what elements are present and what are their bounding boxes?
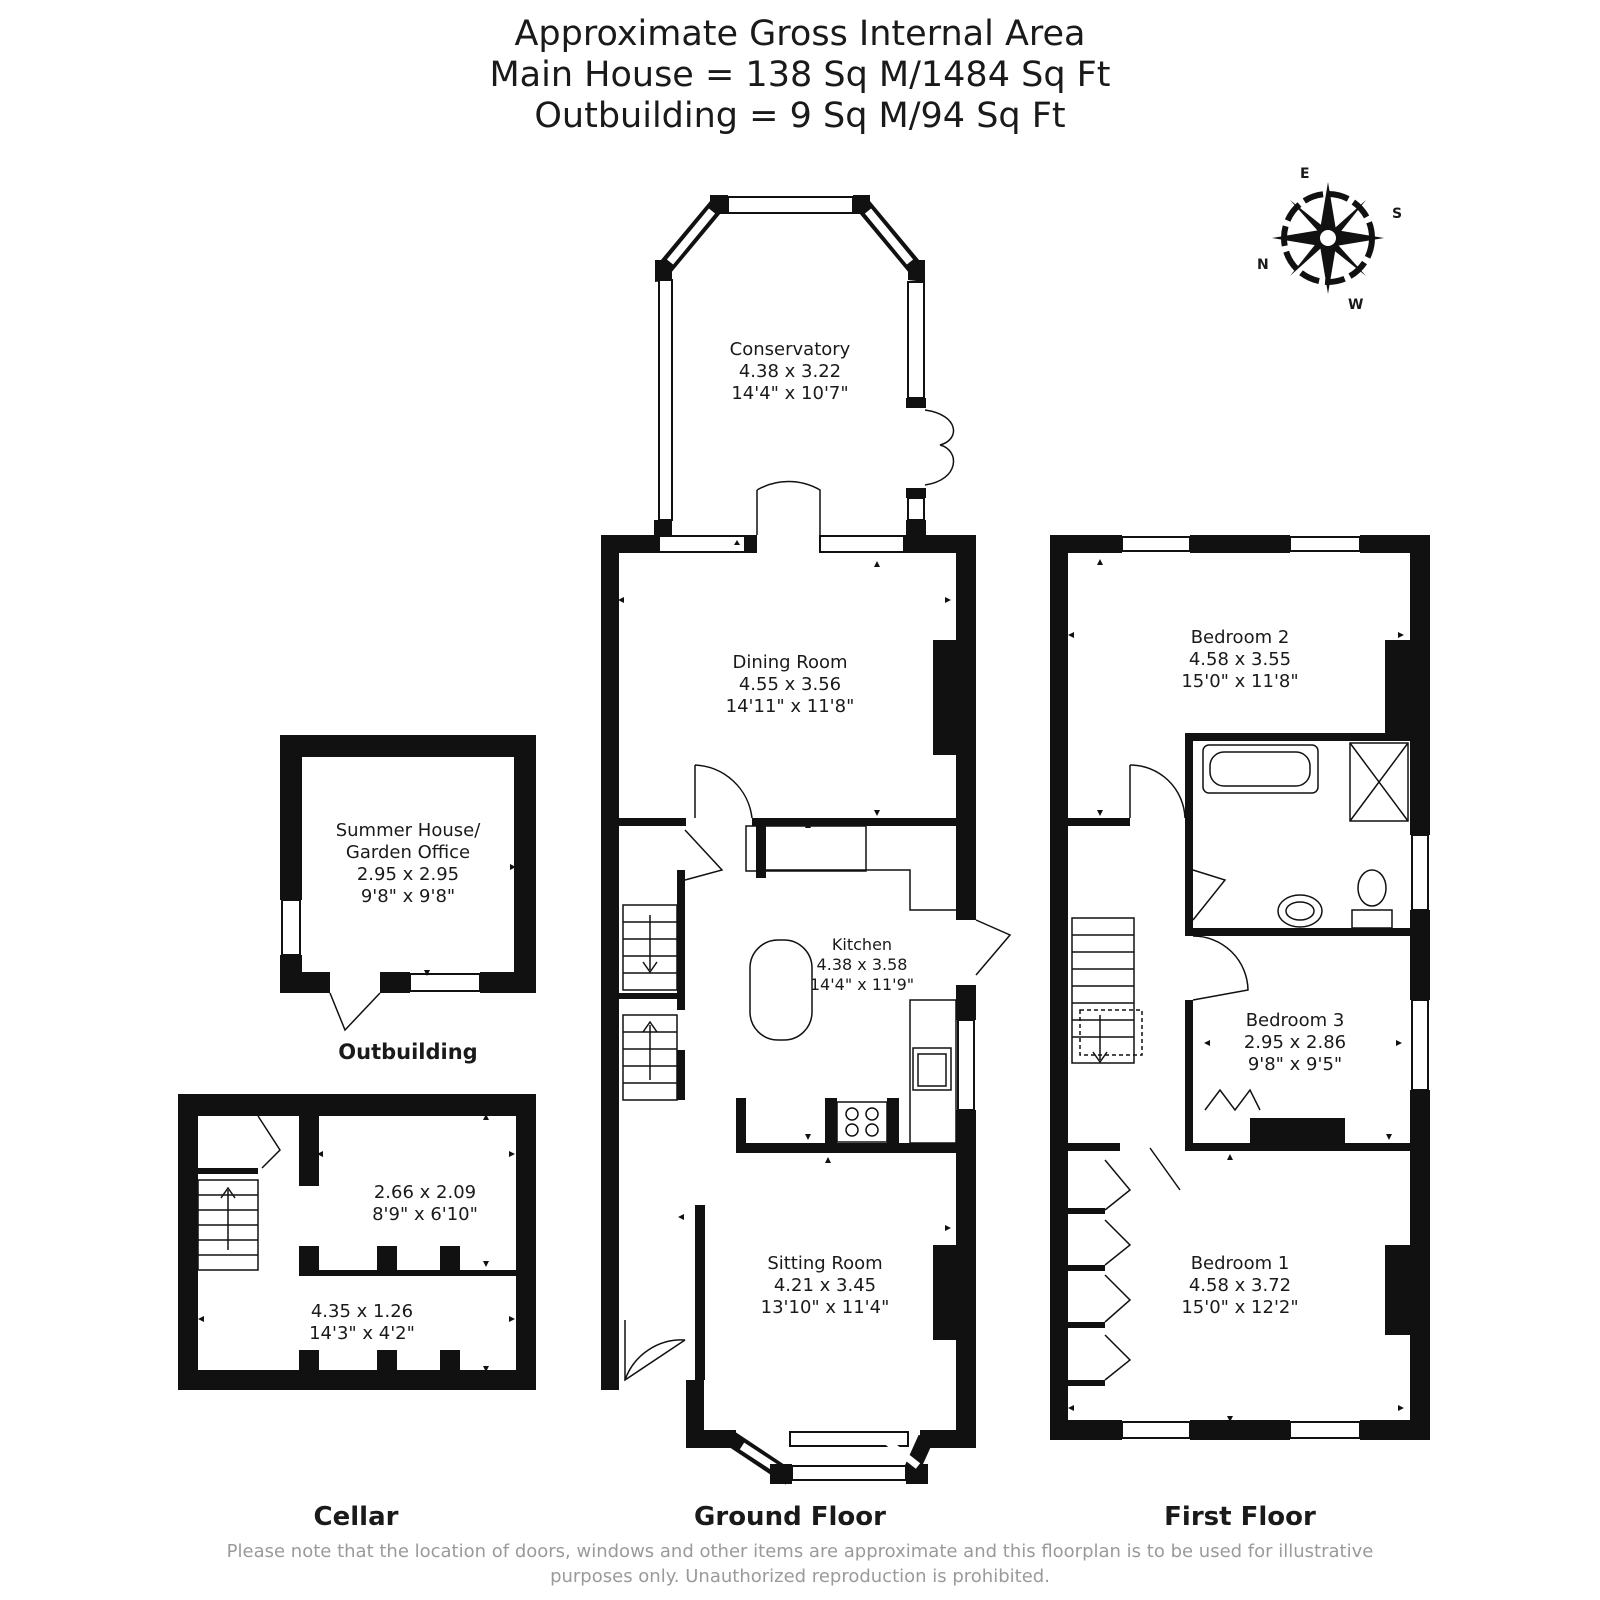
room-imperial: 9'8" x 9'5" [1247,1054,1343,1075]
room-imperial: 14'11" x 11'8" [725,696,855,717]
wash-basin-icon [1277,894,1323,928]
first-floor-stairs [1071,917,1135,1064]
room-metric: 2.95 x 2.86 [1243,1032,1347,1053]
first-east-wall [1410,535,1430,835]
room-metric: 4.38 x 3.58 [816,955,908,974]
cellar-north-wall [178,1094,536,1116]
kitchen-sink [912,1047,952,1091]
floor-label-first: First Floor [1164,1502,1316,1532]
conservatory-door [756,480,821,535]
conservatory-west-window [658,279,673,521]
room-cellar-lower: 4.35 x 1.26 14'3" x 4'2" [282,1301,442,1345]
room-name-2: Garden Office [345,842,471,863]
kitchen-window [957,1019,975,1111]
title-area: Approximate Gross Internal Area [514,14,1086,54]
room-summer-house: Summer House/ Garden Office 2.95 x 2.95 … [318,820,498,908]
conservatory-east-window [907,281,925,399]
kitchen-island [749,939,813,1041]
room-metric: 4.55 x 3.56 [738,674,842,695]
toilet-icon [1351,909,1393,929]
kitchen-back-door [975,919,1012,976]
disclaimer-line-2: purposes only. Unauthorized reproduction… [550,1566,1050,1587]
room-metric: 4.21 x 3.45 [773,1275,877,1296]
room-cellar-upper: 2.66 x 2.09 8'9" x 6'10" [345,1182,505,1226]
first-west-wall [1050,535,1068,1440]
sitting-chimney-breast [933,1245,961,1340]
room-metric: 4.35 x 1.26 [310,1301,414,1322]
room-imperial: 15'0" x 12'2" [1181,1297,1299,1318]
room-imperial: 14'3" x 4'2" [309,1323,415,1344]
room-name: Kitchen [831,935,893,954]
room-imperial: 15'0" x 11'8" [1181,671,1299,692]
compass-rose-icon [1272,182,1384,294]
room-metric: 4.38 x 3.22 [738,361,842,382]
room-kitchen: Kitchen 4.38 x 3.58 14'4" x 11'9" [792,935,932,995]
room-name: Summer House/ [335,820,481,841]
room-imperial: 9'8" x 9'8" [360,886,456,907]
room-bedroom-2: Bedroom 2 4.58 x 3.55 15'0" x 11'8" [1150,627,1330,693]
disclaimer-line-1: Please note that the location of doors, … [226,1541,1374,1562]
room-conservatory: Conservatory 4.38 x 3.22 14'4" x 10'7" [700,339,880,405]
room-metric: 4.58 x 3.72 [1188,1275,1292,1296]
shower-icon [1349,742,1409,822]
outbuilding-door [329,992,381,1032]
room-dining: Dining Room 4.55 x 3.56 14'11" x 11'8" [700,652,880,718]
outbuilding-north-wall [280,735,536,757]
conservatory-north-window [727,196,854,214]
ground-stairs-down [622,904,678,991]
compass-e-label: E [1300,166,1310,182]
title-main-house: Main House = 138 Sq M/1484 Sq Ft [489,55,1111,95]
room-name: Bedroom 3 [1245,1010,1345,1031]
room-name: Sitting Room [767,1253,883,1274]
room-metric: 4.58 x 3.55 [1188,649,1292,670]
room-name: Bedroom 2 [1190,627,1290,648]
room-imperial: 14'4" x 11'9" [809,975,915,994]
room-name: Bedroom 1 [1190,1253,1290,1274]
conservatory-french-doors [924,409,955,486]
room-name: Conservatory [729,339,851,360]
compass-n-label: N [1257,257,1269,273]
kitchen-hob [836,1101,888,1143]
room-metric: 2.66 x 2.09 [373,1182,477,1203]
room-bedroom-1: Bedroom 1 4.58 x 3.72 15'0" x 12'2" [1150,1253,1330,1319]
floor-label-ground: Ground Floor [694,1502,886,1532]
room-imperial: 8'9" x 6'10" [372,1204,478,1225]
ground-west-wall [601,535,619,1390]
title-outbuilding: Outbuilding = 9 Sq M/94 Sq Ft [534,96,1066,136]
dining-chimney-breast [933,640,961,755]
floor-label-cellar: Cellar [313,1502,399,1532]
room-imperial: 13'10" x 11'4" [760,1297,890,1318]
room-sitting: Sitting Room 4.21 x 3.45 13'10" x 11'4" [735,1253,915,1319]
ground-stairs-up [622,1014,678,1101]
bath-icon [1202,744,1319,794]
compass-w-label: W [1348,297,1364,313]
sitting-bay-window [789,1431,909,1447]
room-imperial: 14'4" x 10'7" [731,383,849,404]
room-metric: 2.95 x 2.95 [356,864,460,885]
room-name: Dining Room [732,652,848,673]
floor-label-outbuilding: Outbuilding [338,1040,478,1064]
compass-s-label: S [1392,206,1403,222]
room-bedroom-3: Bedroom 3 2.95 x 2.86 9'8" x 9'5" [1220,1010,1370,1076]
